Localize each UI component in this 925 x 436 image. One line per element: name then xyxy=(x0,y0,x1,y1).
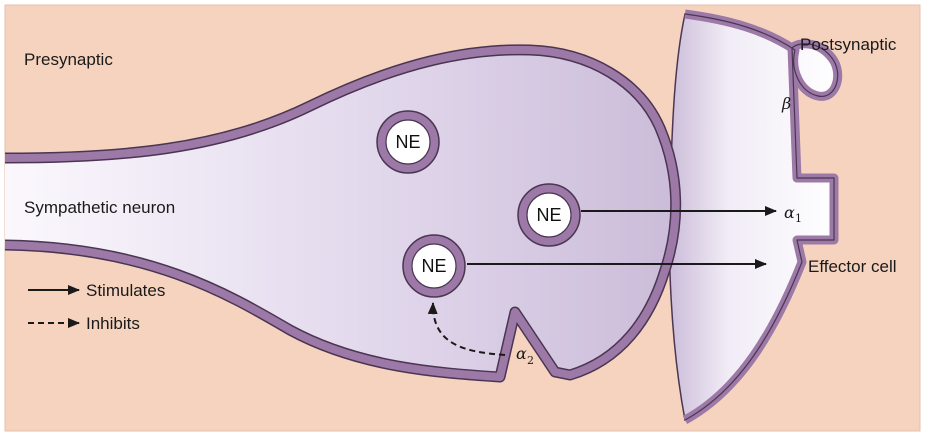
vesicle-2-label: NE xyxy=(536,205,561,225)
vesicle-3: NE xyxy=(403,235,465,297)
vesicle-3-label: NE xyxy=(421,256,446,276)
alpha1-subscript: 1 xyxy=(795,212,802,225)
legend-inhibits-label: Inhibits xyxy=(86,314,140,333)
vesicle-2: NE xyxy=(518,184,580,246)
postsynaptic-label: Postsynaptic xyxy=(800,35,897,54)
vesicle-1: NE xyxy=(377,111,439,173)
presynaptic-label: Presynaptic xyxy=(24,50,113,69)
alpha2-symbol: α xyxy=(516,344,527,363)
beta-receptor-label: β xyxy=(781,94,791,113)
alpha2-subscript: 2 xyxy=(527,354,534,367)
sympathetic-neuron-label: Sympathetic neuron xyxy=(24,198,175,217)
effector-cell-label: Effector cell xyxy=(808,257,897,276)
alpha1-symbol: α xyxy=(784,203,795,222)
vesicle-1-label: NE xyxy=(395,132,420,152)
legend-stimulates-label: Stimulates xyxy=(86,281,165,300)
